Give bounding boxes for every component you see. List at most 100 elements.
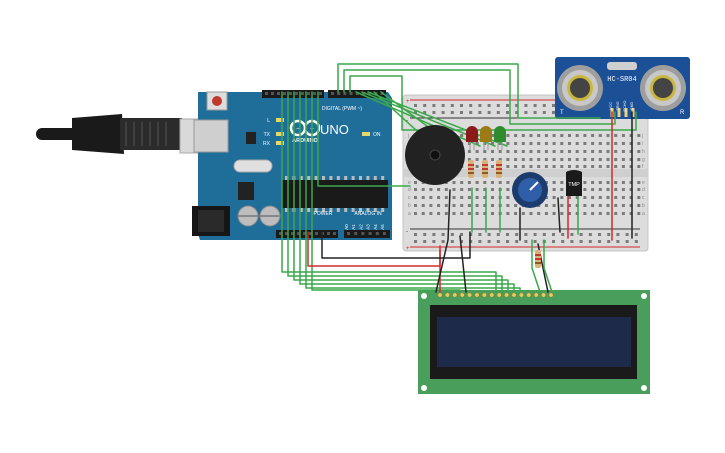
breadboard-hole[interactable] xyxy=(544,212,548,215)
breadboard-hole[interactable] xyxy=(491,212,494,215)
rail-hole[interactable] xyxy=(423,233,427,236)
breadboard-hole[interactable] xyxy=(614,142,618,145)
header-pin[interactable] xyxy=(309,232,312,235)
breadboard-hole[interactable] xyxy=(606,165,610,168)
header-pin[interactable] xyxy=(303,232,306,235)
rail-hole[interactable] xyxy=(524,104,528,107)
breadboard-hole[interactable] xyxy=(591,212,595,215)
wire-green[interactable] xyxy=(293,91,509,293)
rail-hole[interactable] xyxy=(450,111,454,114)
breadboard-hole[interactable] xyxy=(552,181,556,184)
header-pin[interactable] xyxy=(307,92,310,95)
lcd-pin[interactable] xyxy=(533,292,539,298)
breadboard-hole[interactable] xyxy=(552,165,556,168)
breadboard-hole[interactable] xyxy=(544,134,548,137)
rail-hole[interactable] xyxy=(441,233,445,236)
breadboard-hole[interactable] xyxy=(591,158,595,161)
breadboard-hole[interactable] xyxy=(598,165,602,168)
breadboard-hole[interactable] xyxy=(629,134,633,137)
breadboard-hole[interactable] xyxy=(483,212,487,215)
breadboard-hole[interactable] xyxy=(506,188,510,191)
rail-hole[interactable] xyxy=(533,111,537,114)
breadboard-hole[interactable] xyxy=(591,165,595,168)
breadboard-hole[interactable] xyxy=(429,196,433,199)
breadboard-hole[interactable] xyxy=(591,204,595,207)
breadboard-hole[interactable] xyxy=(467,188,471,191)
rail-hole[interactable] xyxy=(496,104,500,107)
rail-hole[interactable] xyxy=(441,111,445,114)
breadboard-hole[interactable] xyxy=(552,196,556,199)
breadboard-hole[interactable] xyxy=(475,158,479,161)
rail-hole[interactable] xyxy=(450,233,454,236)
breadboard-hole[interactable] xyxy=(467,212,471,215)
lcd-pin[interactable] xyxy=(518,292,524,298)
breadboard-hole[interactable] xyxy=(614,134,618,137)
breadboard-hole[interactable] xyxy=(491,188,494,191)
header-pin[interactable] xyxy=(368,232,372,235)
breadboard-hole[interactable] xyxy=(498,150,502,153)
breadboard-hole[interactable] xyxy=(614,196,618,199)
breadboard-hole[interactable] xyxy=(560,196,564,199)
breadboard-hole[interactable] xyxy=(521,165,525,168)
breadboard-hole[interactable] xyxy=(514,142,518,145)
breadboard-hole[interactable] xyxy=(598,196,602,199)
breadboard-hole[interactable] xyxy=(637,204,641,207)
breadboard-hole[interactable] xyxy=(529,212,533,215)
breadboard-hole[interactable] xyxy=(444,196,448,199)
breadboard-hole[interactable] xyxy=(452,212,456,215)
breadboard-hole[interactable] xyxy=(583,181,587,184)
breadboard-hole[interactable] xyxy=(575,196,579,199)
breadboard-hole[interactable] xyxy=(606,204,610,207)
header-pin[interactable] xyxy=(343,92,347,95)
breadboard-hole[interactable] xyxy=(575,158,579,161)
rail-hole[interactable] xyxy=(478,111,482,114)
rail-hole[interactable] xyxy=(414,111,417,114)
breadboard-hole[interactable] xyxy=(475,204,479,207)
breadboard-hole[interactable] xyxy=(621,134,625,137)
rail-hole[interactable] xyxy=(469,104,473,107)
breadboard-hole[interactable] xyxy=(429,188,433,191)
lcd-pin[interactable] xyxy=(437,292,443,298)
breadboard-hole[interactable] xyxy=(568,196,571,199)
breadboard-hole[interactable] xyxy=(460,181,464,184)
breadboard-hole[interactable] xyxy=(552,158,556,161)
wire-green[interactable] xyxy=(531,239,541,293)
breadboard-hole[interactable] xyxy=(506,134,510,137)
breadboard-hole[interactable] xyxy=(637,188,641,191)
breadboard-hole[interactable] xyxy=(483,204,487,207)
lcd-pin[interactable] xyxy=(489,292,495,298)
hc-sr04-pin[interactable] xyxy=(624,108,628,117)
breadboard-hole[interactable] xyxy=(606,188,610,191)
breadboard-hole[interactable] xyxy=(583,188,587,191)
breadboard-hole[interactable] xyxy=(460,212,464,215)
breadboard-hole[interactable] xyxy=(583,212,587,215)
breadboard-hole[interactable] xyxy=(483,150,487,153)
rail-hole[interactable] xyxy=(515,240,519,243)
rail-hole[interactable] xyxy=(487,111,491,114)
rail-hole[interactable] xyxy=(496,111,500,114)
lcd-pin[interactable] xyxy=(526,292,532,298)
breadboard-hole[interactable] xyxy=(560,165,564,168)
breadboard-hole[interactable] xyxy=(467,150,471,153)
rail-hole[interactable] xyxy=(487,233,491,236)
breadboard-hole[interactable] xyxy=(552,150,556,153)
rail-hole[interactable] xyxy=(570,233,574,236)
breadboard-hole[interactable] xyxy=(514,134,518,137)
breadboard-hole[interactable] xyxy=(621,196,625,199)
rail-hole[interactable] xyxy=(515,111,519,114)
breadboard-hole[interactable] xyxy=(568,158,571,161)
breadboard-hole[interactable] xyxy=(591,150,595,153)
rail-hole[interactable] xyxy=(450,104,454,107)
rail-hole[interactable] xyxy=(460,111,463,114)
breadboard-hole[interactable] xyxy=(506,181,510,184)
breadboard-hole[interactable] xyxy=(621,165,625,168)
breadboard-hole[interactable] xyxy=(583,204,587,207)
breadboard-hole[interactable] xyxy=(637,165,641,168)
breadboard-hole[interactable] xyxy=(552,134,556,137)
breadboard-hole[interactable] xyxy=(552,204,556,207)
rail-hole[interactable] xyxy=(524,240,528,243)
rail-hole[interactable] xyxy=(607,233,611,236)
breadboard-hole[interactable] xyxy=(491,158,494,161)
breadboard-hole[interactable] xyxy=(460,188,464,191)
lcd-pin[interactable] xyxy=(467,292,473,298)
